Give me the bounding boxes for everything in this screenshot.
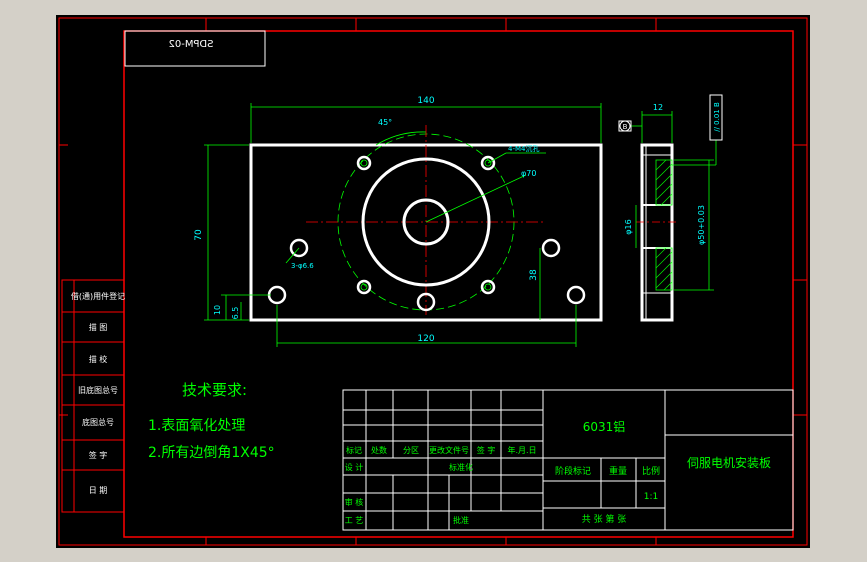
part-name: 伺服电机安装板: [687, 455, 771, 470]
svg-text:日 期: 日 期: [89, 486, 108, 495]
note-item-1: 1.表面氧化处理: [148, 418, 245, 434]
svg-text:借(通)用件登记: 借(通)用件登记: [71, 291, 125, 301]
note-item-2: 2.所有边倒角1X45°: [148, 445, 275, 461]
dim-width-total: 140: [417, 96, 434, 106]
dim-side-thickness: 12: [653, 103, 663, 112]
dim-edge-10: 10: [213, 305, 222, 315]
scale-label: 比例: [642, 465, 660, 477]
svg-text:工 艺: 工 艺: [345, 516, 364, 525]
scale-value: 1:1: [644, 492, 658, 502]
title-block-lines: [342, 389, 794, 531]
left-strip: [61, 279, 125, 513]
dim-hole-height: 38: [529, 269, 539, 281]
svg-text:批准: 批准: [453, 515, 469, 525]
svg-text:年.月.日: 年.月.日: [507, 445, 536, 455]
material-label: 6031铝: [583, 419, 626, 434]
dim-side-dia-small: φ16: [624, 219, 633, 234]
svg-text:描 校: 描 校: [89, 354, 108, 364]
dim-circle-dia: φ70: [521, 169, 536, 178]
dim-holes-3: 3-φ6.6: [291, 262, 314, 270]
drawing-code: SDPM-02: [168, 39, 213, 50]
dim-angle: 45°: [378, 118, 392, 127]
dim-height-total: 70: [194, 229, 204, 241]
svg-text:设 计: 设 计: [345, 462, 364, 472]
stage-label: 阶段标记: [555, 465, 591, 477]
weight-label: 重量: [609, 465, 627, 477]
title-row-labels: 标记 处数 分区 更改文件号 签 字 年.月.日 设 计 标准化 审 核 工 艺…: [345, 445, 537, 525]
datum-b: B: [623, 123, 628, 131]
svg-text:旧底图总号: 旧底图总号: [78, 385, 118, 395]
side-view: B 12 φ16 φ50+0.03 // 0.01 B: [618, 94, 723, 322]
tolerance-box: // 0.01 B: [713, 102, 721, 132]
svg-text:更改文件号: 更改文件号: [429, 445, 469, 455]
dim-side-dia-big: φ50+0.03: [697, 205, 706, 245]
svg-text:描 图: 描 图: [89, 322, 108, 332]
center-hole: [402, 198, 450, 246]
svg-text:分区: 分区: [403, 446, 419, 455]
svg-text:签 字: 签 字: [477, 445, 496, 455]
dim-edge-6-5: 6.5: [231, 307, 240, 320]
drawing-svg: 140 70 120 38 10 6.5 45° φ70 4-M4沉孔 3-φ6…: [58, 17, 808, 546]
dim-holes-4: 4-M4沉孔: [508, 145, 539, 153]
drawing-canvas[interactable]: 140 70 120 38 10 6.5 45° φ70 4-M4沉孔 3-φ6…: [56, 15, 810, 548]
boss-circle: [361, 157, 491, 287]
svg-text:标准化: 标准化: [449, 462, 473, 472]
svg-text:标记: 标记: [346, 445, 362, 455]
notes-heading: 技术要求:: [182, 381, 247, 399]
svg-text:处数: 处数: [371, 445, 387, 455]
svg-text:签 字: 签 字: [89, 450, 108, 460]
svg-text:底图总号: 底图总号: [82, 417, 114, 427]
code-box: [124, 30, 266, 67]
front-view: 140 70 120 38 10 6.5 45° φ70 4-M4沉孔 3-φ6…: [194, 96, 603, 347]
sheets-label: 共 张 第 张: [582, 513, 627, 525]
dim-hole-spacing: 120: [417, 334, 434, 344]
left-strip-labels: 借(通)用件登记 描 图 描 校 旧底图总号 底图总号 签 字 日 期: [71, 291, 125, 495]
outer-frame: [58, 17, 808, 546]
svg-text:审 核: 审 核: [345, 497, 364, 507]
